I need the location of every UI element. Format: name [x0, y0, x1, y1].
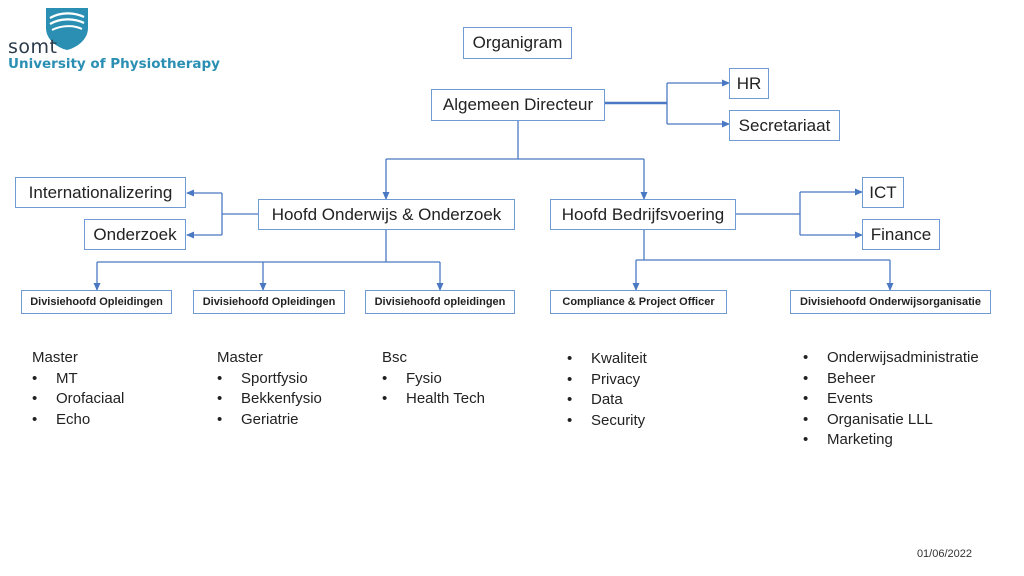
list-item: Organisatie LLL	[803, 410, 979, 431]
node-divisiehoofd-opleidingen-3: Divisiehoofd opleidingen	[365, 290, 515, 314]
list-item: MT	[32, 369, 124, 390]
node-ict: ICT	[862, 177, 904, 208]
list-item: Bekkenfysio	[217, 389, 322, 410]
list-item: Echo	[32, 410, 124, 431]
shield-logo-icon	[46, 8, 88, 50]
logo-subtitle: University of Physiotherapy	[8, 56, 220, 72]
list-item: Geriatrie	[217, 410, 322, 431]
node-internationalizering: Internationalizering	[15, 177, 186, 208]
list-item: Events	[803, 389, 979, 410]
list-col3: Bsc Fysio Health Tech	[382, 348, 485, 410]
node-hoofd-onderwijs-onderzoek: Hoofd Onderwijs & Onderzoek	[258, 199, 515, 230]
list-item: Kwaliteit	[567, 349, 647, 370]
page-title: Organigram	[463, 27, 572, 59]
node-compliance-project-officer: Compliance & Project Officer	[550, 290, 727, 314]
node-divisiehoofd-opleidingen-2: Divisiehoofd Opleidingen	[193, 290, 345, 314]
node-finance: Finance	[862, 219, 940, 250]
node-algemeen-directeur: Algemeen Directeur	[431, 89, 605, 121]
node-divisiehoofd-opleidingen-1: Divisiehoofd Opleidingen	[21, 290, 172, 314]
node-divisiehoofd-onderwijsorganisatie: Divisiehoofd Onderwijsorganisatie	[790, 290, 991, 314]
node-hr: HR	[729, 68, 769, 99]
list-col5: Onderwijsadministratie Beheer Events Org…	[803, 348, 979, 451]
list-item: Fysio	[382, 369, 485, 390]
list-col4: Kwaliteit Privacy Data Security	[567, 349, 647, 431]
list-item: Beheer	[803, 369, 979, 390]
list-heading: Master	[217, 349, 263, 366]
list-item: Privacy	[567, 370, 647, 391]
node-secretariaat: Secretariaat	[729, 110, 840, 141]
list-item: Data	[567, 390, 647, 411]
list-item: Onderwijsadministratie	[803, 348, 979, 369]
logo-name: somt	[8, 36, 58, 58]
list-col1: Master MT Orofaciaal Echo	[32, 348, 124, 430]
slide-date: 01/06/2022	[916, 548, 972, 560]
list-heading: Bsc	[382, 349, 408, 366]
list-item: Security	[567, 411, 647, 432]
list-heading: Master	[32, 349, 78, 366]
node-onderzoek: Onderzoek	[84, 219, 186, 250]
node-hoofd-bedrijfsvoering: Hoofd Bedrijfsvoering	[550, 199, 736, 230]
somt-logo: somt University of Physiotherapy	[6, 6, 220, 76]
list-item: Orofaciaal	[32, 389, 124, 410]
list-item: Health Tech	[382, 389, 485, 410]
list-item: Sportfysio	[217, 369, 322, 390]
list-col2: Master Sportfysio Bekkenfysio Geriatrie	[217, 348, 322, 430]
list-item: Marketing	[803, 430, 979, 451]
